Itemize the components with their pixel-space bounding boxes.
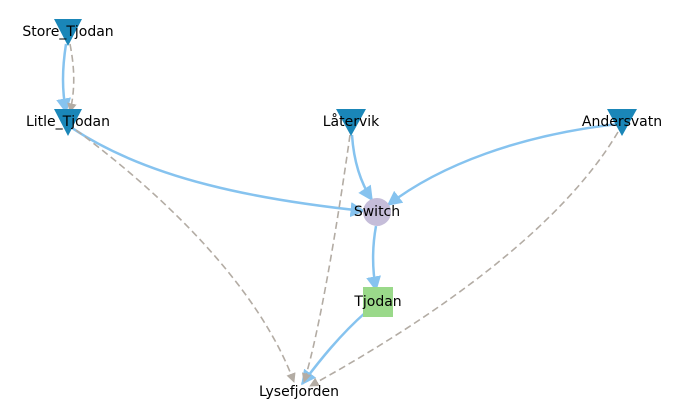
node-label-store-tjodan: Store_Tjodan xyxy=(22,24,113,40)
edge-latervik-to-switch-flow xyxy=(350,134,374,202)
node-label-latervik: Låtervik xyxy=(323,113,380,130)
nodes-layer xyxy=(54,19,637,317)
node-label-litle-tjodan: Litle_Tjodan xyxy=(26,114,110,130)
plant-icon-tjodan[interactable] xyxy=(363,287,393,317)
reservoir-icon-store-tjodan[interactable] xyxy=(54,19,82,46)
node-label-tjodan: Tjodan xyxy=(353,294,401,310)
edge-switch-to-tjodan-flow xyxy=(366,225,381,292)
node-label-switch: Switch xyxy=(354,204,400,220)
edge-store-tjodan-to-litle-tjodan-spill xyxy=(67,43,77,113)
edge-latervik-to-lysefjorden-spill xyxy=(301,134,351,383)
reservoir-icon-andersvatn[interactable] xyxy=(607,109,637,136)
edges-layer xyxy=(56,43,619,387)
edge-andersvatn-to-lysefjorden-spill xyxy=(309,131,619,387)
edge-litle-tjodan-to-switch-flow xyxy=(71,126,366,218)
node-label-lysefjorden: Lysefjorden xyxy=(259,384,339,400)
junction-icon-switch[interactable] xyxy=(363,198,391,226)
reservoir-icon-litle-tjodan[interactable] xyxy=(54,109,82,136)
edge-litle-tjodan-to-lysefjorden-spill xyxy=(75,129,296,383)
node-label-andersvatn: Andersvatn xyxy=(582,114,662,130)
reservoir-icon-latervik[interactable] xyxy=(336,109,366,136)
edge-store-tjodan-to-litle-tjodan-flow xyxy=(56,43,71,114)
edge-andersvatn-to-switch-flow xyxy=(386,122,619,206)
labels-layer: Store_Tjodan Litle_Tjodan Låtervik Ander… xyxy=(22,24,662,400)
